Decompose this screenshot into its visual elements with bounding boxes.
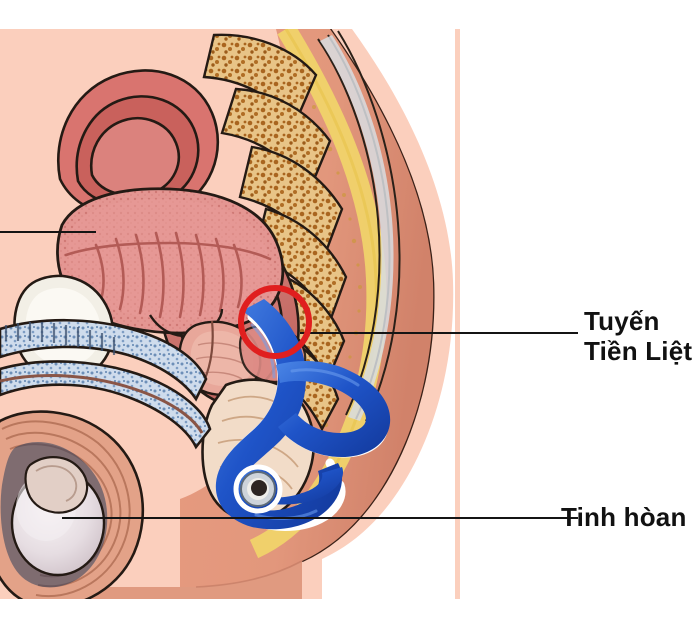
label-testicle: Tinh hòan [561,502,687,532]
anatomy-illustration [0,29,540,599]
leader-line-prostate [300,332,578,334]
prostate-highlight-circle [238,285,312,359]
leader-line-testicle [62,517,578,519]
label-prostate: Tuyến Tiền Liệt [584,306,692,366]
leader-line-bladder [0,231,96,233]
label-prostate-line2: Tiền Liệt [584,336,693,366]
label-prostate-line1: Tuyến [584,306,660,336]
